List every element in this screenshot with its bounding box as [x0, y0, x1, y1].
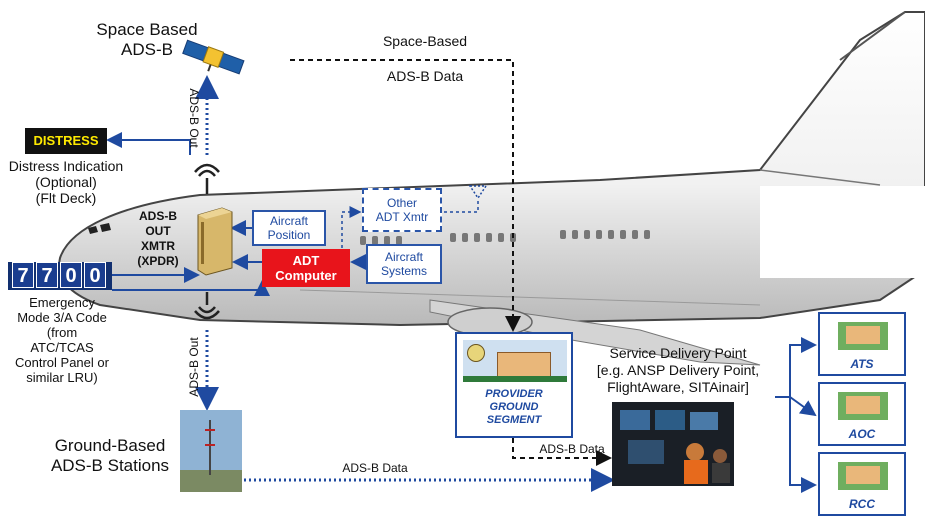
space-data-link	[290, 59, 521, 332]
xmtr-line2: OUT	[145, 224, 171, 238]
distress-caption: Distress Indication (Optional) (Flt Deck…	[2, 158, 130, 206]
downlink-label-wrap: ADS-B Out	[186, 330, 202, 405]
distress-line3: (Flt Deck)	[35, 190, 97, 206]
distress-line1: Distress Indication	[8, 158, 124, 174]
emission-down-icon	[194, 292, 220, 320]
code-line1: Emergency	[29, 295, 95, 310]
antenna-icon	[468, 185, 488, 200]
code-caption: Emergency Mode 3/A Code (from ATC/TCAS C…	[0, 295, 124, 385]
dest-rcc-label: RCC	[849, 497, 875, 511]
adt-computer-box: ADT Computer	[262, 249, 350, 287]
provider-line3: SEGMENT	[486, 414, 542, 426]
other-adt-line2: ADT Xmtr	[375, 210, 429, 224]
transponder-icon	[197, 207, 233, 276]
ground-data-label: ADS-B Data	[342, 461, 408, 475]
code-digit-2: 7	[36, 262, 58, 288]
aircraft-systems-line1: Aircraft	[384, 250, 423, 264]
dest-ats-label: ATS	[850, 357, 874, 371]
code-line3: (from	[46, 325, 78, 340]
provider-data-label: ADS-B Data	[539, 442, 605, 456]
space-data-label-1: Space-Based	[382, 33, 468, 49]
dest-ats: ATS	[818, 312, 906, 376]
space-based-title: Space Based ADS-B	[88, 20, 206, 60]
aircraft-position-box: Aircraft Position	[252, 210, 326, 246]
aoc-arrow	[789, 396, 817, 417]
provider-ground-segment: PROVIDER GROUND SEGMENT	[455, 332, 573, 438]
service-line3: FlightAware, SITAinair]	[607, 379, 749, 395]
space-data-label-2: ADS-B Data	[386, 68, 464, 84]
emission-up-icon	[194, 163, 220, 194]
ground-station-photo	[180, 410, 242, 492]
other-adt-line1: Other	[386, 196, 417, 210]
ground-title-line1: Ground-Based	[54, 436, 166, 455]
provider-line2: GROUND	[489, 401, 539, 413]
provider-data-link	[512, 438, 612, 466]
space-title-line1: Space Based	[96, 20, 198, 39]
dest-aoc: AOC	[818, 382, 906, 446]
code-digit-1: 7	[12, 262, 34, 288]
aircraft-systems-box: Aircraft Systems	[366, 244, 442, 284]
distress-arrow	[106, 132, 191, 155]
space-title-line2: ADS-B	[121, 40, 173, 59]
uplink-label: ADS-B Out	[187, 88, 201, 148]
xmtr-line4: (XPDR)	[137, 254, 179, 268]
airplane-silhouette	[58, 11, 925, 366]
service-line1: Service Delivery Point	[609, 345, 747, 361]
squawk-code-panel: 7 7 0 0	[8, 262, 112, 290]
code-digit-4: 0	[84, 262, 106, 288]
dest-rcc: RCC	[818, 452, 906, 516]
aircraft-systems-line2: Systems	[380, 264, 427, 278]
distress-line2: (Optional)	[35, 174, 97, 190]
ats-arrow	[775, 337, 817, 398]
provider-icon	[463, 340, 567, 382]
xmtr-line3: XMTR	[141, 239, 175, 253]
code-line5: Control Panel or	[15, 355, 109, 370]
code-digit-3: 0	[60, 262, 82, 288]
adt-computer-line2: Computer	[275, 268, 337, 283]
provider-line1: PROVIDER	[485, 388, 543, 400]
rcc-arrow	[789, 397, 817, 493]
satellite-icon	[182, 39, 245, 75]
code-line4: ATC/TCAS	[30, 340, 94, 355]
other-adt-xmtr-box: Other ADT Xmtr	[362, 188, 442, 232]
xmtr-line1: ADS-B	[139, 209, 177, 223]
dest-aoc-label: AOC	[848, 427, 876, 441]
code-line6: similar LRU)	[26, 370, 98, 385]
aircraft-position-line2: Position	[267, 228, 311, 242]
aircraft-position-line1: Aircraft	[269, 214, 308, 228]
other-antenna-link	[444, 198, 479, 213]
adt-computer-line1: ADT	[292, 253, 320, 268]
service-line2: [e.g. ANSP Delivery Point,	[596, 362, 760, 378]
service-delivery-caption: Service Delivery Point [e.g. ANSP Delive…	[578, 345, 778, 396]
operations-center-photo	[612, 402, 734, 486]
ground-title-line2: ADS-B Stations	[50, 456, 170, 475]
ground-based-title: Ground-Based ADS-B Stations	[40, 436, 180, 476]
distress-badge: DISTRESS	[25, 128, 107, 154]
downlink-label: ADS-B Out	[187, 337, 201, 397]
other-xmtr-link	[341, 206, 362, 248]
provider-label: PROVIDER GROUND SEGMENT	[457, 388, 571, 427]
code-line2: Mode 3/A Code	[17, 310, 107, 325]
uplink-label-wrap: ADS-B Out	[186, 85, 202, 155]
xmtr-label: ADS-B OUT XMTR (XPDR)	[127, 209, 189, 269]
